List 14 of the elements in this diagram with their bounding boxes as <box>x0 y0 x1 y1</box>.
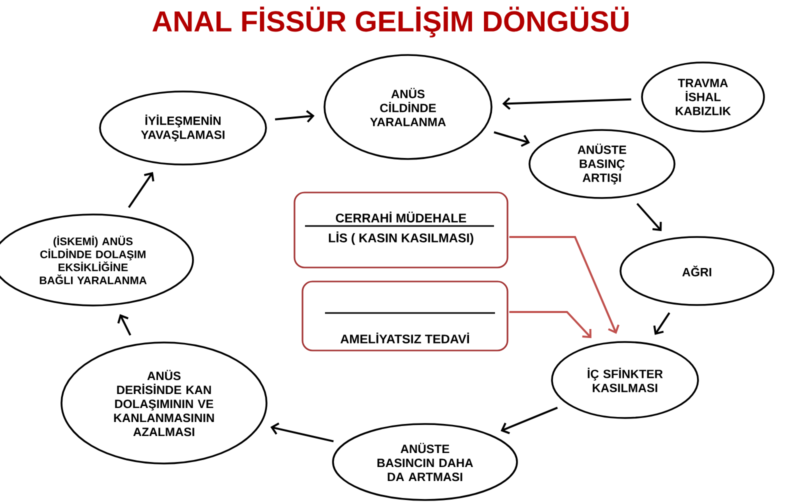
arrow <box>500 406 558 434</box>
title: ANAL FİSSÜR GELİŞİM DÖNGÜSÜ <box>152 6 628 38</box>
arrow <box>509 311 592 338</box>
arrow <box>270 422 334 442</box>
arrow <box>636 202 662 232</box>
arrow <box>117 314 132 336</box>
arrow <box>653 312 670 335</box>
arrow <box>274 110 315 123</box>
arrow <box>128 172 154 208</box>
arrow <box>502 97 632 110</box>
treatment-box: AMELİYATSIZ TEDAVİ <box>302 280 508 352</box>
arrow <box>509 236 620 334</box>
arrow <box>494 131 530 147</box>
treatment-box: CERRAHİ MÜDEHALE LİS ( KASIN KASILMASI) <box>294 192 508 268</box>
